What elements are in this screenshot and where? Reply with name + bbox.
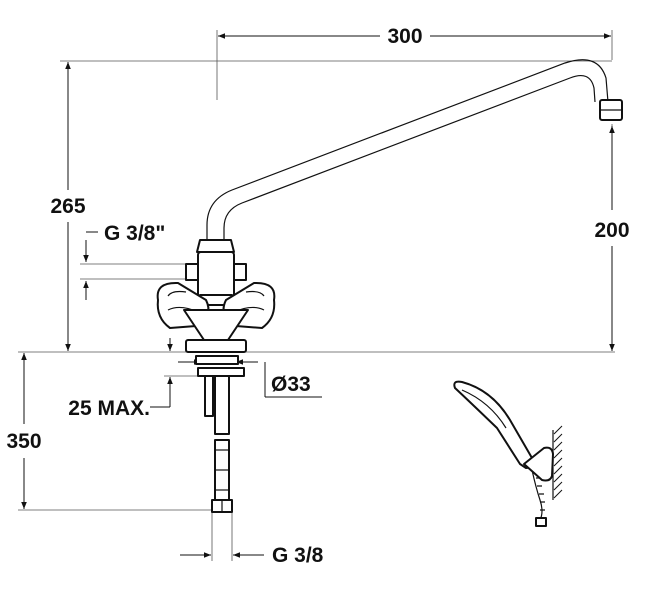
dim-overall-height: 265: [50, 60, 612, 351]
label-overall-height: 265: [50, 195, 85, 218]
label-spout-reach: 300: [387, 25, 422, 48]
label-supply-thread: G 3/8: [272, 544, 324, 567]
dim-supply-length: 350: [6, 353, 215, 511]
label-spout-height: 200: [594, 219, 629, 242]
label-supply-length: 350: [6, 430, 41, 453]
dim-inlet-thread: G 3/8": [80, 222, 190, 300]
dim-mount-thickness: 25 MAX.: [68, 338, 205, 420]
mixer-tap-icon: [156, 59, 623, 513]
dim-supply-thread: G 3/8: [180, 512, 324, 567]
label-mount-thickness: 25 MAX.: [68, 397, 150, 420]
hand-shower-icon: [453, 380, 547, 527]
label-inlet-thread: G 3/8": [104, 222, 165, 245]
dim-spout-reach: 300: [216, 25, 613, 100]
dim-spout-height: 200: [594, 124, 630, 351]
dim-hole-diameter: Ø33: [178, 359, 322, 398]
wall-bracket-icon: [523, 425, 563, 500]
label-hole-diameter: Ø33: [271, 373, 311, 396]
